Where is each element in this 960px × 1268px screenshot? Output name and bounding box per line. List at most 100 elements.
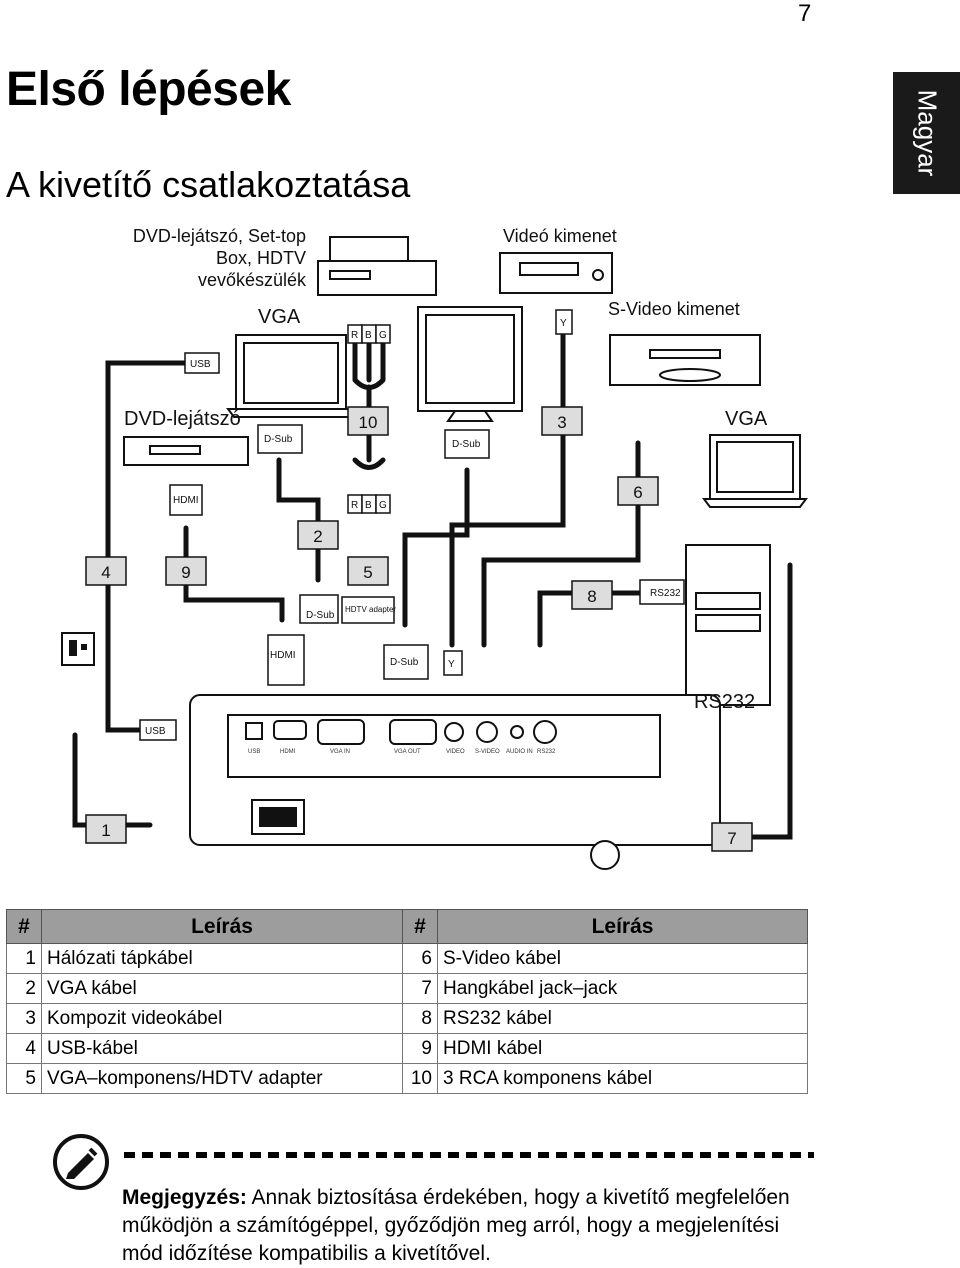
- table-row: 5 VGA–komponens/HDTV adapter 10 3 RCA ko…: [6, 1063, 808, 1094]
- port-audio-label: AUDIO IN: [506, 749, 533, 755]
- cable-number-5: 5: [363, 563, 372, 582]
- legend-num: 4: [6, 1033, 42, 1064]
- dvd-player-label: DVD-lejátszó: [124, 408, 241, 430]
- port-usb-label: USB: [248, 749, 260, 755]
- port-svideo-label: S-VIDEO: [475, 749, 500, 755]
- laptop-right-icon: [702, 434, 808, 508]
- connection-diagram: USB HDMI VGA IN VGA OUT VIDEO S-VIDEO AU…: [61, 226, 808, 870]
- legend-num: 7: [402, 973, 438, 1004]
- rca-b-label-1: B: [365, 330, 372, 341]
- dsub-plug-label-1: D-Sub: [264, 434, 293, 445]
- legend-header-num-1: #: [6, 909, 42, 944]
- svideo-out-label: S-Video kimenet: [608, 299, 740, 319]
- page-number: 7: [798, 0, 812, 27]
- port-vgaout-label: VGA OUT: [394, 749, 421, 755]
- rs232-plug-label: RS232: [650, 588, 681, 599]
- legend-desc: VGA–komponens/HDTV adapter: [41, 1063, 403, 1094]
- legend-desc: HDMI kábel: [437, 1033, 808, 1064]
- language-tab: Magyar: [893, 72, 960, 194]
- legend-desc: USB-kábel: [41, 1033, 403, 1064]
- power-cable: [72, 732, 153, 828]
- legend-num: 10: [402, 1063, 438, 1094]
- table-row: 3 Kompozit videokábel 8 RS232 kábel: [6, 1003, 808, 1034]
- cable-number-8: 8: [587, 587, 596, 606]
- legend-num: 8: [402, 1003, 438, 1034]
- port-hdmi-label: HDMI: [280, 749, 296, 755]
- rca-g-label-2: G: [379, 500, 387, 511]
- legend-num: 5: [6, 1063, 42, 1094]
- dsub-plug-label-2: D-Sub: [452, 439, 481, 450]
- rca-g-label-1: G: [379, 330, 387, 341]
- rca-r-label-1: R: [351, 330, 358, 341]
- legend-num: 3: [6, 1003, 42, 1034]
- vga-label-right: VGA: [725, 408, 768, 430]
- source-label-line2: Box, HDTV: [216, 248, 306, 268]
- legend-num: 9: [402, 1033, 438, 1064]
- projector-icon: [189, 694, 721, 870]
- pc-tower-icon: [685, 544, 771, 706]
- usb-cable: [105, 360, 188, 733]
- legend-header-num-2: #: [402, 909, 438, 944]
- dsub-plug-label-3: D-Sub: [306, 610, 335, 621]
- rs232-cable: [537, 590, 663, 648]
- cable-number-4: 4: [101, 563, 110, 582]
- source-label-line1: DVD-lejátszó, Set-top: [133, 226, 306, 246]
- rs232-label: RS232: [694, 691, 755, 713]
- legend-desc: Kompozit videokábel: [41, 1003, 403, 1034]
- hdmi-plug-label-1: HDMI: [173, 495, 199, 506]
- legend-num: 1: [6, 943, 42, 974]
- legend-header-desc-2: Leírás: [437, 909, 808, 944]
- settop-box-icon: [317, 236, 437, 296]
- legend-desc: Hangkábel jack–jack: [437, 973, 808, 1004]
- port-vgain-label: VGA IN: [330, 749, 350, 755]
- vga-cable: [276, 457, 321, 583]
- section-title: A kivetítő csatlakoztatása: [6, 164, 411, 205]
- source-label-line3: vevőkészülék: [198, 270, 307, 290]
- legend-desc: RS232 kábel: [437, 1003, 808, 1034]
- note-label: Megjegyzés:: [122, 1186, 247, 1209]
- usb-plug-label: USB: [190, 359, 211, 370]
- legend-desc: S-Video kábel: [437, 943, 808, 974]
- note-body: Annak biztosítása érdekében, hogy a kive…: [122, 1186, 790, 1265]
- table-row: 4 USB-kábel 9 HDMI kábel: [6, 1033, 808, 1064]
- legend-num: 6: [402, 943, 438, 974]
- monitor-vga-cable: [402, 467, 470, 628]
- cable-number-3: 3: [557, 413, 566, 432]
- cable-number-2: 2: [313, 527, 322, 546]
- legend-num: 2: [6, 973, 42, 1004]
- vga-label-top: VGA: [258, 306, 301, 328]
- video-out-label: Videó kimenet: [503, 226, 617, 246]
- dvd-player-icon: [123, 436, 249, 466]
- y-plug-label-1: Y: [448, 659, 455, 670]
- cable-legend-table: # Leírás # Leírás 1 Hálózati tápkábel 6 …: [6, 909, 808, 1094]
- language-tab-label: Magyar: [912, 89, 942, 177]
- legend-desc: VGA kábel: [41, 973, 403, 1004]
- legend-desc: 3 RCA komponens kábel: [437, 1063, 808, 1094]
- rca-b-label-2: B: [365, 500, 372, 511]
- port-video-label: VIDEO: [446, 749, 465, 755]
- projector-ports: [245, 719, 557, 745]
- y-plug-label-2: Y: [560, 318, 567, 329]
- monitor-icon: [417, 306, 523, 422]
- note-divider: [124, 1152, 814, 1158]
- hdtv-adapter-label: HDTV adapter: [345, 605, 396, 614]
- note-icon: [53, 1134, 109, 1190]
- port-rs232-label: RS232: [537, 749, 556, 755]
- cable-number-6: 6: [633, 483, 642, 502]
- note-text: Megjegyzés: Annak biztosítása érdekében,…: [122, 1184, 812, 1268]
- wall-outlet-icon: [61, 632, 95, 666]
- rca-cable: [352, 340, 386, 470]
- dsub-plug-label-4: D-Sub: [390, 657, 419, 668]
- svideo-player-icon: [609, 334, 761, 386]
- vcr-icon: [499, 252, 613, 294]
- legend-header-desc-1: Leírás: [41, 909, 403, 944]
- cable-number-1: 1: [101, 821, 110, 840]
- cable-number-10: 10: [359, 413, 378, 432]
- usb-plug-label-2: USB: [145, 726, 166, 737]
- table-row: 2 VGA kábel 7 Hangkábel jack–jack: [6, 973, 808, 1004]
- table-row: 1 Hálózati tápkábel 6 S-Video kábel: [6, 943, 808, 974]
- hdmi-plug-label-2: HDMI: [270, 650, 296, 661]
- laptop-icon: [226, 334, 358, 418]
- cable-number-7: 7: [727, 829, 736, 848]
- rca-r-label-2: R: [351, 500, 358, 511]
